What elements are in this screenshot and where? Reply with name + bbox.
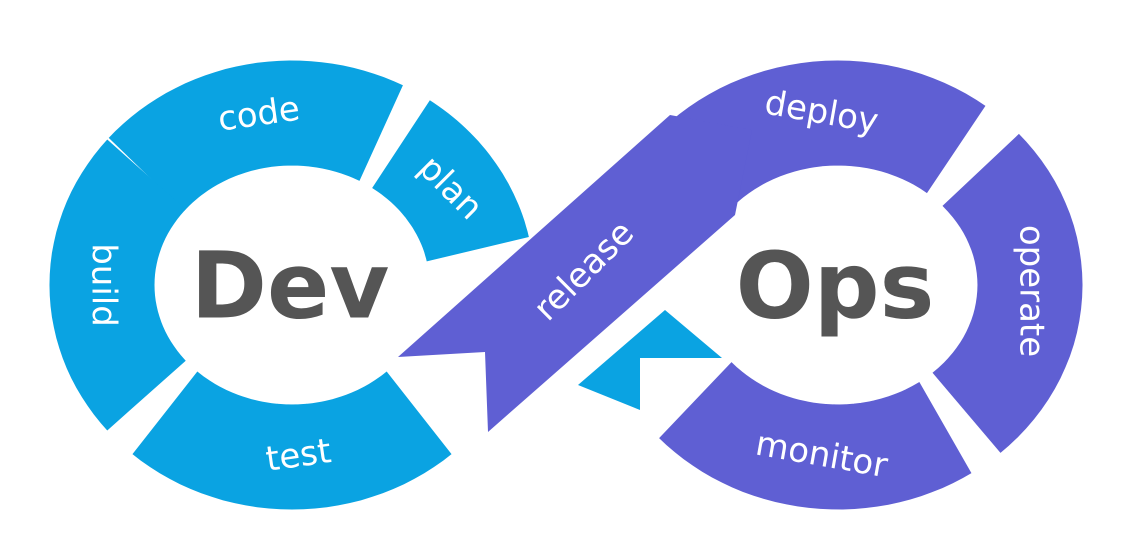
segment-monitor (659, 362, 972, 510)
segment-plan (372, 100, 529, 262)
ops-title: Ops (736, 232, 935, 339)
release-band (398, 115, 752, 432)
stage-test: test (263, 431, 333, 480)
stage-operate: operate (1011, 225, 1051, 357)
segment-code (108, 60, 403, 211)
segment-build (49, 139, 186, 431)
monitor-return-arrow (578, 310, 722, 410)
dev-title: Dev (191, 232, 390, 339)
stage-build: build (84, 243, 124, 327)
segment-test (132, 371, 452, 510)
segment-operate (932, 133, 1083, 453)
